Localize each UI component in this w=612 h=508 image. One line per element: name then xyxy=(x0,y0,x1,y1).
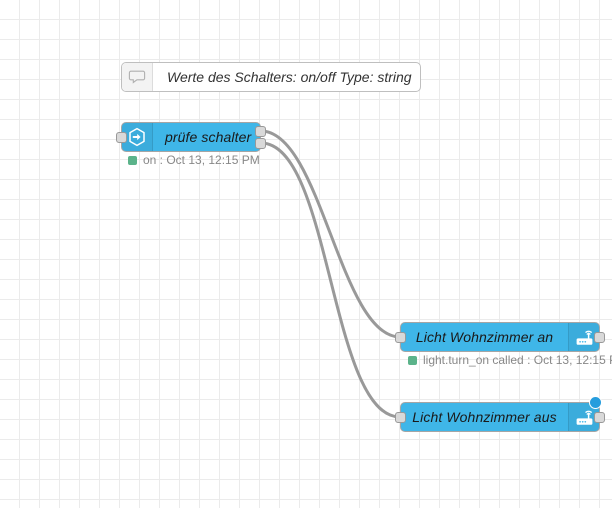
router-icon xyxy=(576,330,592,345)
light-on-node-status: light.turn_on called : Oct 13, 12:15 PM xyxy=(408,354,612,366)
comment-label: Werte des Schalters: on/off Type: string xyxy=(167,69,412,85)
wire-switch-out1-to-light-on[interactable] xyxy=(259,129,402,339)
call-service-node-light-off[interactable]: Licht Wohnzimmer aus xyxy=(395,396,605,432)
switch-input-port[interactable] xyxy=(116,132,127,143)
comment-icon-tray xyxy=(122,63,153,91)
comment-icon xyxy=(128,70,146,84)
switch-node[interactable]: prüfe schalter xyxy=(116,122,266,152)
light-off-output-port[interactable] xyxy=(594,412,605,423)
light-on-output-port[interactable] xyxy=(594,332,605,343)
light-on-status-text: light.turn_on called : Oct 13, 12:15 PM xyxy=(423,353,612,367)
wire-switch-out2-to-light-off[interactable] xyxy=(259,141,402,419)
node-changed-marker xyxy=(589,396,602,409)
switch-output-port-1[interactable] xyxy=(255,126,266,137)
light-on-input-port[interactable] xyxy=(395,332,406,343)
router-icon xyxy=(576,410,592,425)
status-dot xyxy=(128,155,137,165)
status-dot xyxy=(408,355,417,365)
light-on-icon-tray xyxy=(568,323,599,351)
switch-icon-tray xyxy=(122,123,153,151)
switch-arrow-icon xyxy=(129,127,145,147)
light-off-input-port[interactable] xyxy=(395,412,406,423)
light-off-node-label: Licht Wohnzimmer aus xyxy=(412,409,557,425)
switch-node-label: prüfe schalter xyxy=(165,129,252,145)
switch-node-status: on : Oct 13, 12:15 PM xyxy=(128,154,260,166)
comment-node[interactable]: Werte des Schalters: on/off Type: string xyxy=(121,62,421,92)
switch-status-text: on : Oct 13, 12:15 PM xyxy=(143,153,260,167)
light-on-node-label: Licht Wohnzimmer an xyxy=(415,329,554,345)
call-service-node-light-on[interactable]: Licht Wohnzimmer an xyxy=(395,322,605,352)
switch-output-port-2[interactable] xyxy=(255,138,266,149)
